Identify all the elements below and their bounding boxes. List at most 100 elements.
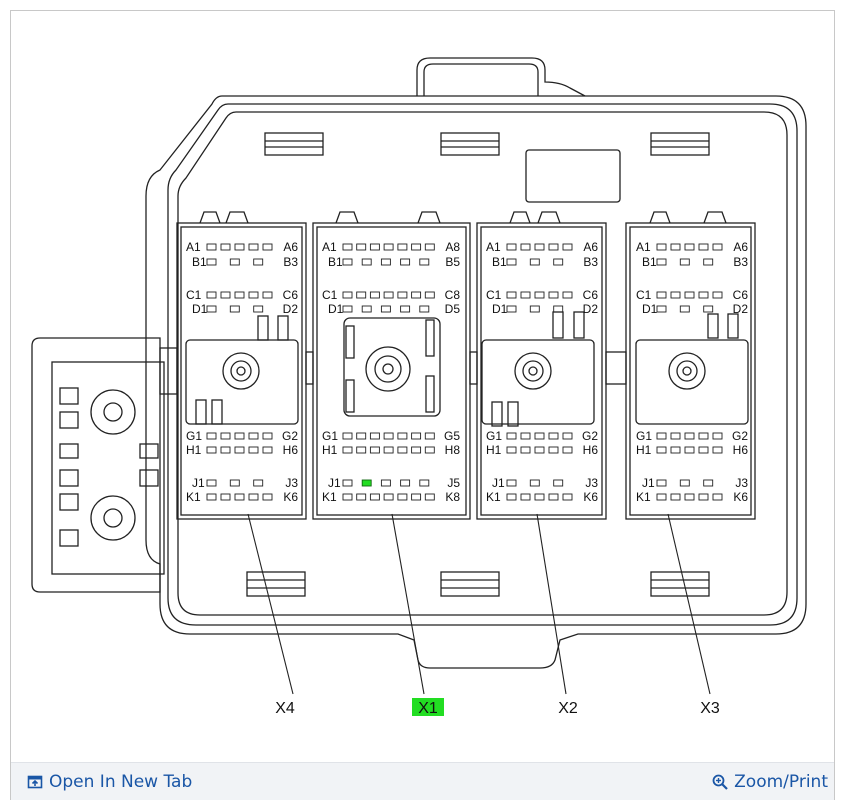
x2-pin-label-a-left: A1 (486, 240, 501, 254)
x1-pin-h-3 (369, 446, 380, 454)
x1-pin-label-b-left: B1 (328, 255, 343, 269)
x1-pin-j-5 (419, 479, 430, 487)
x1-callout: X1 (418, 700, 438, 717)
x3-pin-g-2 (670, 432, 681, 440)
x4-pin-label-a-left: A1 (186, 240, 201, 254)
x2-pin-label-b-left: B1 (492, 255, 507, 269)
x1-pin-label-k-left: K1 (322, 490, 337, 504)
x1-pin-g-4 (383, 432, 394, 440)
x1-pin-a-4 (383, 243, 394, 251)
x4-pin-h-5 (262, 446, 273, 454)
x1-pin-d-4 (400, 305, 411, 313)
x3-pin-h-3 (684, 446, 695, 454)
x4-pin-h-1 (206, 446, 217, 454)
x4-pin-a-3 (234, 243, 245, 251)
x1-pin-c-3 (369, 291, 380, 299)
x1-pin-label-k-right: K8 (445, 490, 460, 504)
x2-pin-g-5 (562, 432, 573, 440)
x1-pin-b-3 (380, 258, 391, 266)
x3-pin-d-3 (703, 305, 714, 313)
x4-pin-j-3 (253, 479, 264, 487)
x4-pin-c-5 (262, 291, 273, 299)
x1-pin-k-7 (424, 493, 435, 501)
x1-pin-a-5 (397, 243, 408, 251)
x4-pin-a-2 (220, 243, 231, 251)
x1-pin-g-5 (397, 432, 408, 440)
x3-pin-label-k-left: K1 (636, 490, 651, 504)
x1-pin-h-7 (424, 446, 435, 454)
x3-pin-h-4 (698, 446, 709, 454)
x2-pin-label-j-right: J3 (585, 476, 598, 490)
x4-pin-b-3 (253, 258, 264, 266)
x2-pin-a-4 (548, 243, 559, 251)
x3-pin-label-j-right: J3 (735, 476, 748, 490)
x4-pin-label-d-left: D1 (192, 302, 208, 316)
zoom-print-label: Zoom/Print (734, 772, 828, 792)
x2-pin-h-4 (548, 446, 559, 454)
x3-pin-b-1 (656, 258, 667, 266)
x2-pin-j-1 (506, 479, 517, 487)
x3-pin-k-1 (656, 493, 667, 501)
x2-pin-label-h-right: H6 (583, 443, 599, 457)
x3-pin-c-3 (684, 291, 695, 299)
x4-pin-d-2 (229, 305, 240, 313)
x3-pin-label-g-right: G2 (732, 429, 748, 443)
x1-pin-c-7 (424, 291, 435, 299)
x1-pin-h-5 (397, 446, 408, 454)
x2-pin-c-1 (506, 291, 517, 299)
x1-pin-b-4 (400, 258, 411, 266)
x2-pin-label-k-left: K1 (486, 490, 501, 504)
x3-pin-b-3 (703, 258, 714, 266)
x4-pin-h-2 (220, 446, 231, 454)
x1-pin-d-1 (342, 305, 353, 313)
x2-pin-d-3 (553, 305, 564, 313)
x1-pin-j-3 (380, 479, 391, 487)
x3-pin-a-2 (670, 243, 681, 251)
x1-pin-h-2 (356, 446, 367, 454)
magnifier-zoom-icon (712, 774, 728, 790)
x2-pin-j-2 (529, 479, 540, 487)
x1-pin-k-3 (369, 493, 380, 501)
x2-pin-k-2 (520, 493, 531, 501)
x1-pin-d-3 (380, 305, 391, 313)
x1-pin-label-c-left: C1 (322, 288, 338, 302)
x1-pin-h-6 (411, 446, 422, 454)
x4-pin-j-1 (206, 479, 217, 487)
x2-pin-label-a-right: A6 (583, 240, 598, 254)
x1-pin-label-h-right: H8 (445, 443, 461, 457)
x2-pin-a-5 (562, 243, 573, 251)
x3-pin-label-g-left: G1 (636, 429, 652, 443)
x1-pin-label-j-right: J5 (447, 476, 460, 490)
x2-pin-label-d-right: D2 (583, 302, 599, 316)
x1-pin-label-a-right: A8 (445, 240, 460, 254)
x2-pin-label-g-left: G1 (486, 429, 502, 443)
x4-pin-label-a-right: A6 (283, 240, 298, 254)
x3-pin-c-4 (698, 291, 709, 299)
x3-pin-h-1 (656, 446, 667, 454)
x2-pin-label-h-left: H1 (486, 443, 502, 457)
x3-pin-a-4 (698, 243, 709, 251)
zoom-print-link[interactable]: Zoom/Print (712, 772, 828, 792)
x1-pin-g-3 (369, 432, 380, 440)
x1-pin-j-1 (342, 479, 353, 487)
x1-pin-c-4 (383, 291, 394, 299)
x3-pin-label-c-right: C6 (733, 288, 749, 302)
open-in-new-tab-link[interactable]: Open In New Tab (27, 772, 192, 792)
x3-pin-a-3 (684, 243, 695, 251)
x2-pin-g-1 (506, 432, 517, 440)
x1-pin-a-7 (424, 243, 435, 251)
x1-pin-h-4 (383, 446, 394, 454)
x2-pin-c-5 (562, 291, 573, 299)
x2-pin-d-1 (506, 305, 517, 313)
x2-pin-h-5 (562, 446, 573, 454)
x1-pin-b-5 (419, 258, 430, 266)
x4-pin-label-j-left: J1 (192, 476, 205, 490)
x1-pin-b-1 (342, 258, 353, 266)
x3-pin-g-4 (698, 432, 709, 440)
x3-pin-k-4 (698, 493, 709, 501)
x3-pin-label-a-right: A6 (733, 240, 748, 254)
x4-pin-g-1 (206, 432, 217, 440)
open-in-new-tab-icon (27, 775, 43, 789)
x4-pin-g-4 (248, 432, 259, 440)
